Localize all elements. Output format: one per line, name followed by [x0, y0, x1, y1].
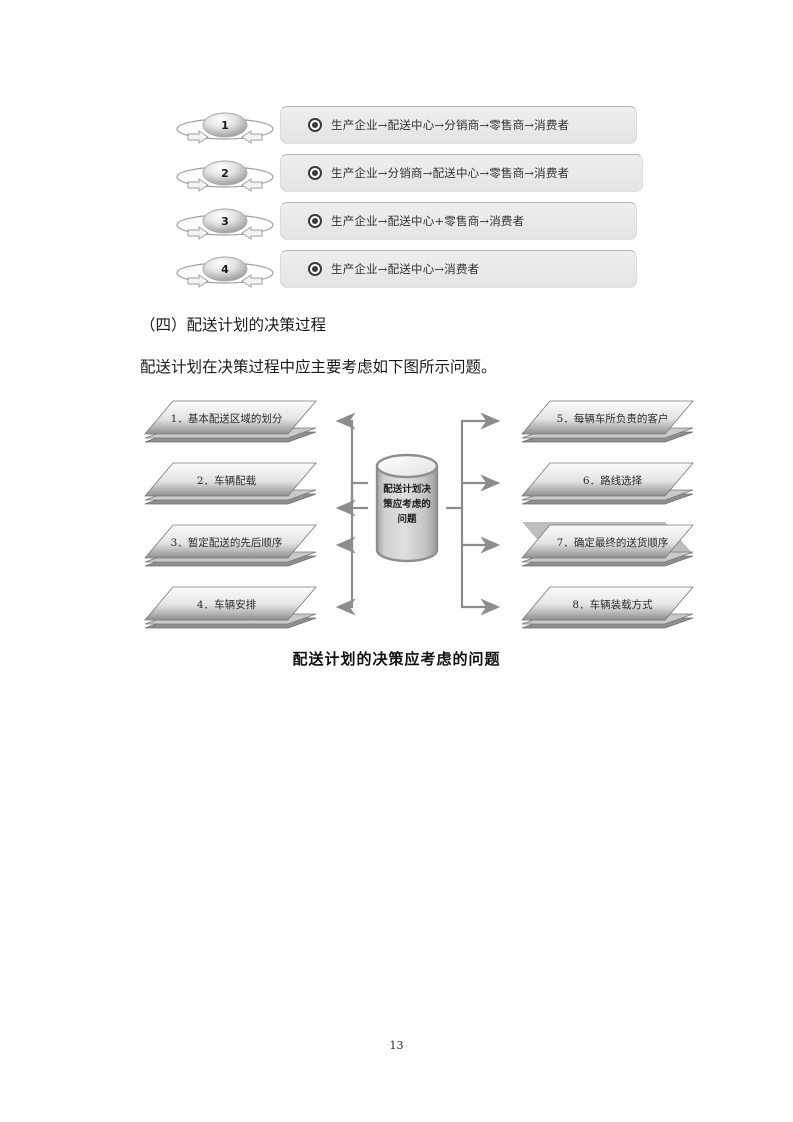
figure-caption: 配送计划的决策应考虑的问题 — [292, 650, 501, 668]
cycle-ring-icon: 1 — [175, 107, 275, 147]
channel-box[interactable]: 生产企业→配送中心+零售商→消费者 — [280, 202, 637, 240]
factor-plate[interactable]: 1．基本配送区域的划分 — [138, 398, 323, 444]
channel-box[interactable]: 生产企业→分销商→配送中心→零售商→消费者 — [280, 154, 643, 192]
factor-plate[interactable]: 4．车辆安排 — [138, 584, 323, 630]
factor-plate[interactable]: 6．路线选择 — [515, 460, 700, 506]
factor-plate-highlighted[interactable]: 7．确定最终的送货顺序 — [515, 522, 700, 568]
bullseye-bullet-icon — [308, 118, 322, 132]
channel-text: 生产企业→配送中心+零售商→消费者 — [331, 214, 525, 228]
cycle-number-1: 1 — [221, 119, 229, 132]
distribution-channel-list: 1 生产企业→配送中心→分销商→零售商→消费者 — [175, 106, 655, 291]
list-item: 1 生产企业→配送中心→分销商→零售商→消费者 — [175, 106, 655, 144]
section-heading: （四）配送计划的决策过程 — [140, 316, 327, 334]
bullseye-bullet-icon — [308, 262, 322, 276]
cycle-number-2: 2 — [221, 167, 229, 180]
channel-box[interactable]: 生产企业→配送中心→消费者 — [280, 250, 637, 288]
central-cylinder[interactable]: 配送计划决 策应考虑的 问题 — [373, 452, 441, 564]
list-item: 2 生产企业→分销商→配送中心→零售商→消费者 — [175, 154, 655, 192]
factor-plate[interactable]: 8．车辆装载方式 — [515, 584, 700, 630]
cycle-ring-icon: 4 — [175, 251, 275, 291]
channel-box[interactable]: 生产企业→配送中心→分销商→零售商→消费者 — [280, 106, 637, 144]
section-paragraph: 配送计划在决策过程中应主要考虑如下图所示问题。 — [140, 358, 497, 376]
factor-plate[interactable]: 2．车辆配载 — [138, 460, 323, 506]
factor-plate[interactable]: 5．每辆车所负责的客户 — [515, 398, 700, 444]
decision-factors-diagram: 1．基本配送区域的划分 2．车辆配载 — [130, 392, 710, 637]
cycle-number-3: 3 — [221, 215, 229, 228]
cylinder-label: 配送计划决 策应考虑的 问题 — [375, 482, 439, 527]
cycle-ring-icon: 2 — [175, 155, 275, 195]
cycle-number-4: 4 — [221, 263, 229, 276]
channel-text: 生产企业→配送中心→消费者 — [331, 262, 480, 276]
cycle-ring-icon: 3 — [175, 203, 275, 243]
cylinder-line-1: 配送计划决 — [383, 484, 431, 495]
cylinder-line-3: 问题 — [397, 514, 417, 525]
list-item: 3 生产企业→配送中心+零售商→消费者 — [175, 202, 655, 240]
bullseye-bullet-icon — [308, 214, 322, 228]
list-item: 4 生产企业→配送中心→消费者 — [175, 250, 655, 288]
channel-text: 生产企业→配送中心→分销商→零售商→消费者 — [331, 118, 570, 132]
cylinder-line-2: 策应考虑的 — [383, 499, 431, 510]
page-number: 13 — [389, 1039, 404, 1052]
channel-text: 生产企业→分销商→配送中心→零售商→消费者 — [331, 166, 570, 180]
factor-plate[interactable]: 3．暂定配送的先后顺序 — [138, 522, 323, 568]
bullseye-bullet-icon — [308, 166, 322, 180]
